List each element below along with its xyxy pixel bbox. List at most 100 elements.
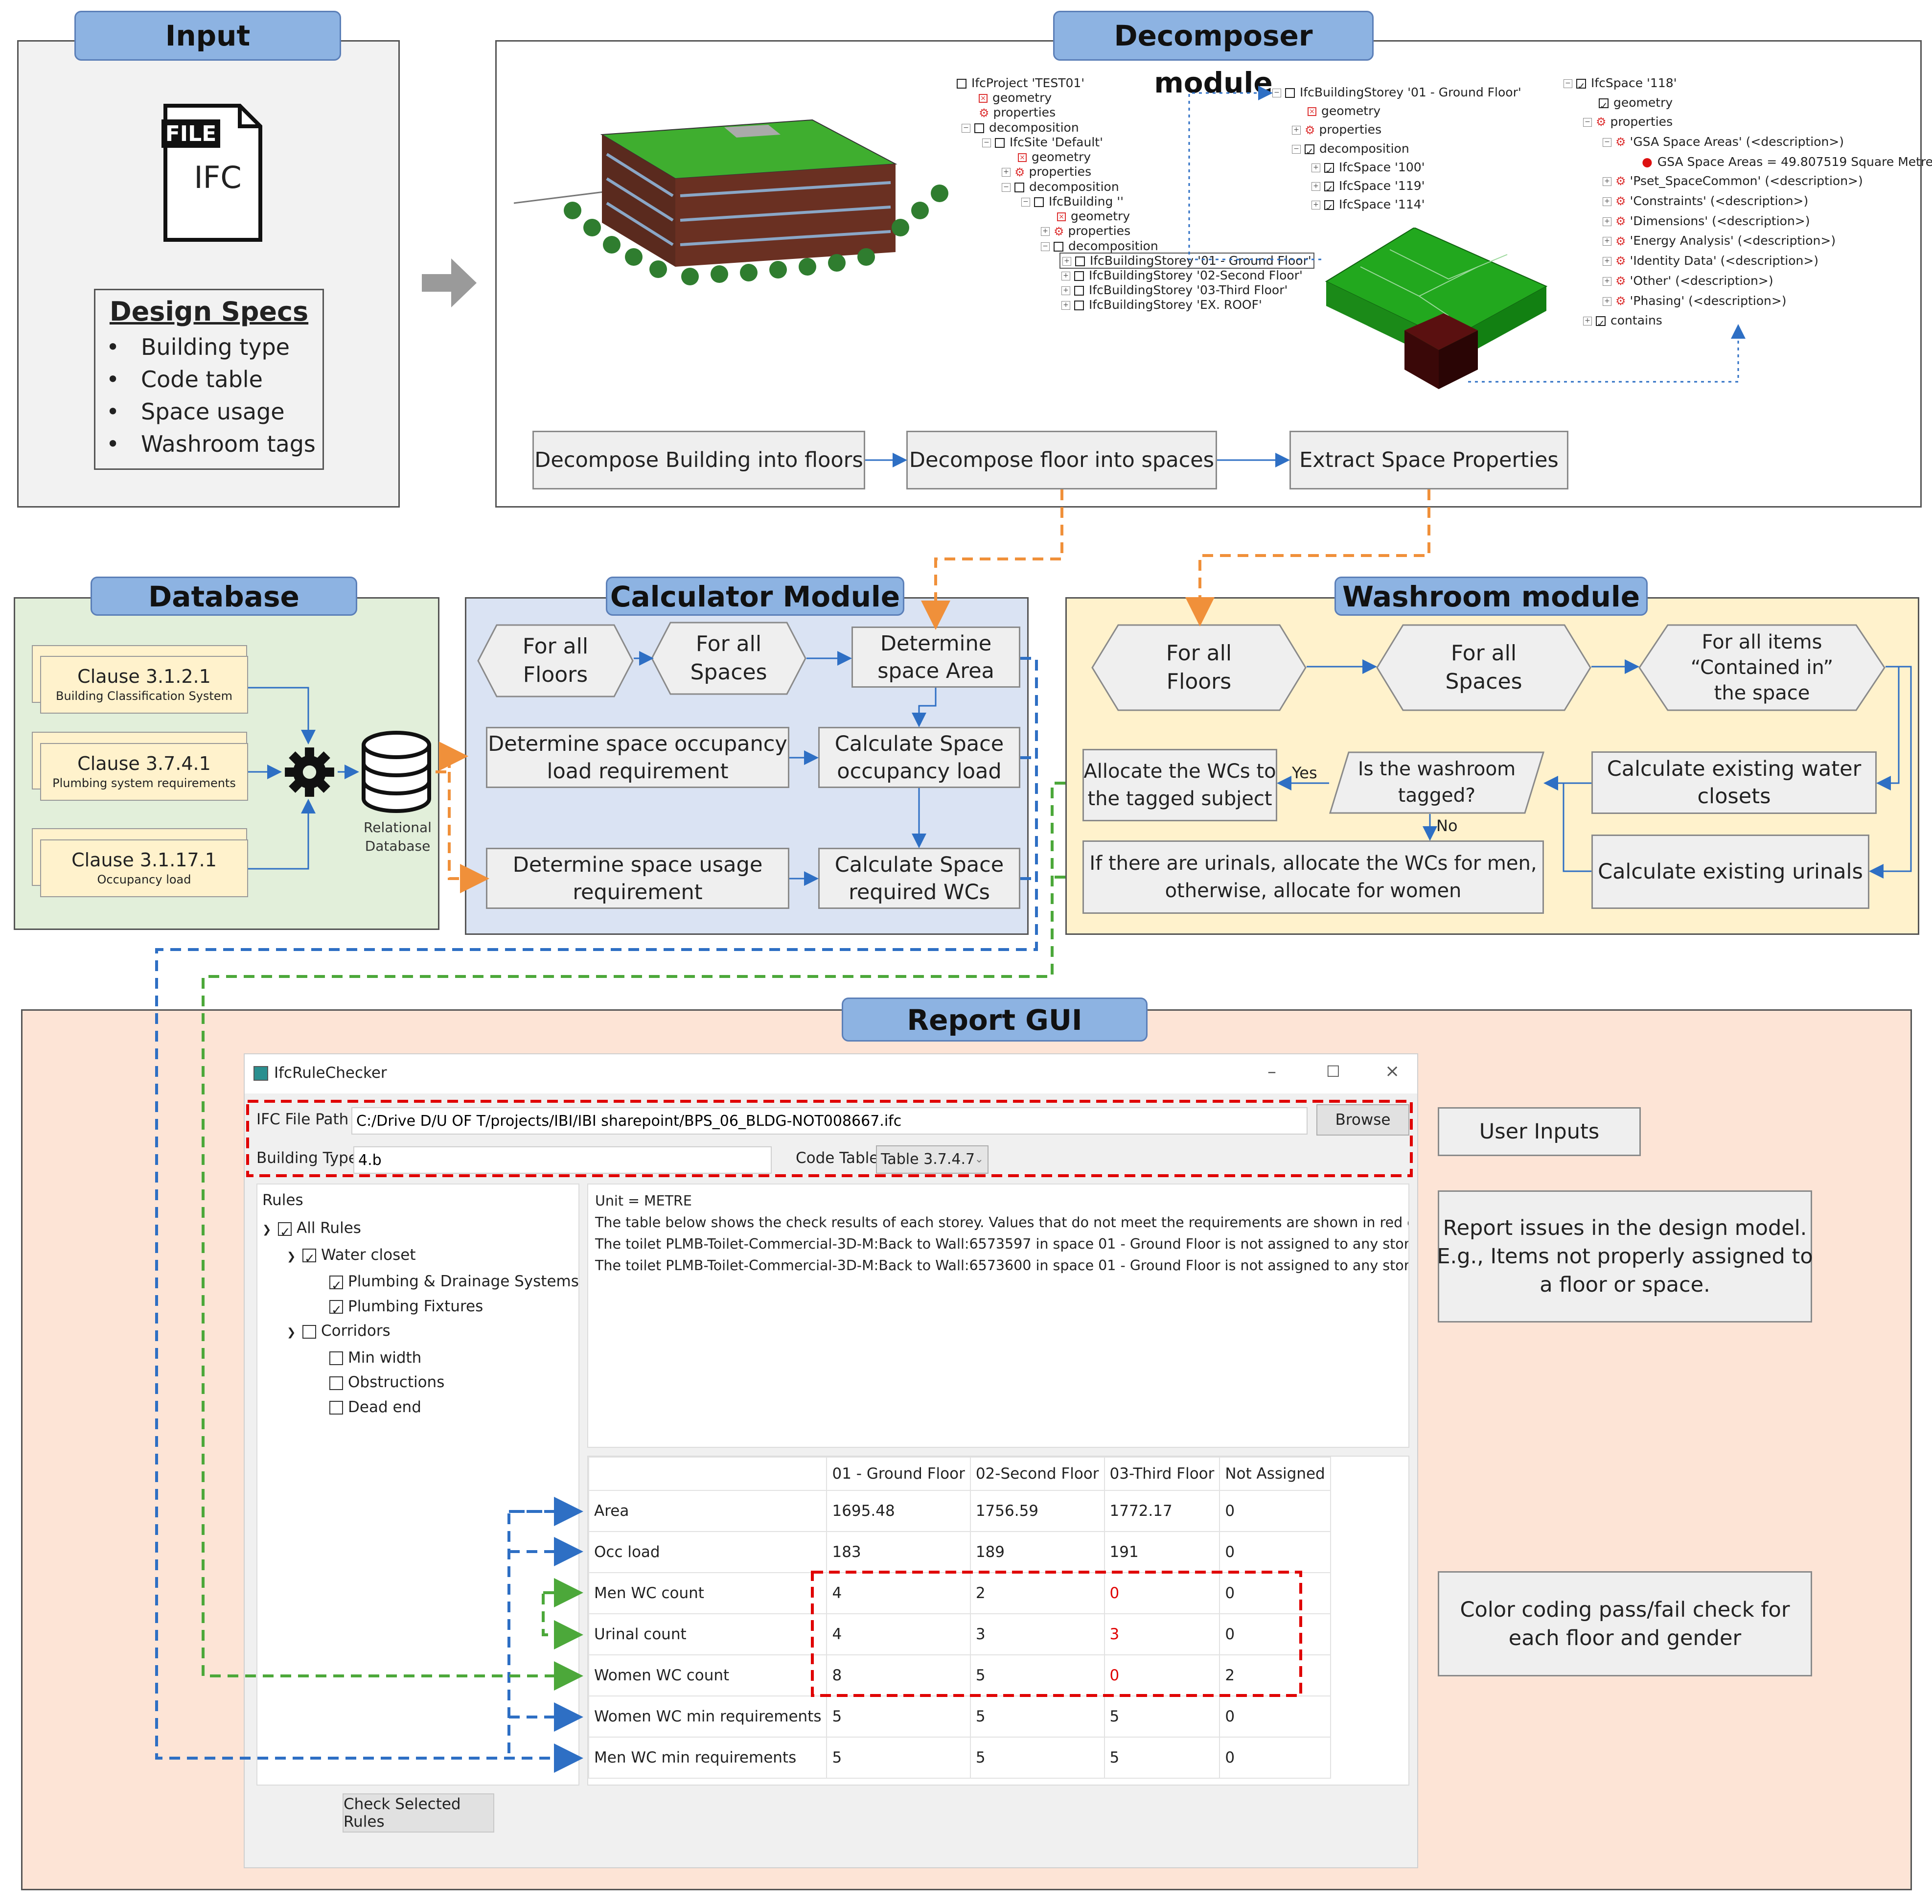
code-table-select[interactable]: Table 3.7.4.7⌄ (876, 1145, 989, 1174)
table-cell: 183 (826, 1531, 971, 1573)
table-cell: 5 (1104, 1737, 1220, 1779)
building-type-input[interactable] (353, 1146, 772, 1174)
database-title: Database (91, 577, 357, 616)
decomposer-title: Decomposer module (1053, 11, 1374, 99)
app-icon (253, 1066, 268, 1081)
rule-min-width[interactable]: Min width (262, 1346, 579, 1370)
log-line: Unit = METRE (595, 1193, 692, 1209)
decomposer-panel (495, 40, 1922, 508)
calculate-water-closets: Calculate existing water closets (1591, 751, 1877, 814)
determine-space-area: Determine space Area (851, 627, 1020, 688)
rule-checkbox[interactable] (302, 1324, 316, 1339)
building-storey-tree: −IfcBuildingStorey '01 - Ground Floor' ×… (1272, 83, 1521, 217)
table-cell: 0 (1219, 1613, 1331, 1655)
rule-obstructions[interactable]: Obstructions (262, 1370, 579, 1395)
log-line: The toilet PLMB-Toilet-Commercial-3D-M:B… (595, 1257, 1409, 1274)
title-bar: IfcRuleChecker – ☐ × (245, 1054, 1417, 1093)
maximize-icon[interactable]: ☐ (1326, 1062, 1340, 1081)
table-cell: 0 (1219, 1695, 1331, 1738)
row-label: Men WC min requirements (588, 1737, 828, 1779)
report-title: Report GUI (842, 998, 1148, 1042)
row-label: Women WC count (588, 1654, 828, 1696)
rule-checkbox[interactable] (329, 1351, 343, 1365)
rule-plumbing-drainage[interactable]: Plumbing & Drainage Systems (262, 1269, 579, 1298)
calc-for-all-floors: For all Floors (477, 624, 634, 697)
table-cell: 189 (969, 1531, 1105, 1573)
table-cell: 0 (1219, 1490, 1331, 1532)
rule-dead-end[interactable]: Dead end (262, 1395, 579, 1420)
results-table: 01 - Ground Floor 02-Second Floor 03-Thi… (588, 1457, 1331, 1779)
decompose-building-step: Decompose Building into floors (532, 431, 865, 489)
ifc-project-tree: IfcProject 'TEST01' ×geometry ⚙propertie… (957, 76, 1314, 312)
table-cell: 5 (969, 1737, 1105, 1779)
ifc-file-path-label: IFC File Path (256, 1111, 349, 1128)
table-cell: 5 (969, 1695, 1105, 1738)
table-cell: 5 (969, 1654, 1105, 1696)
hex-label: For all Spaces (690, 631, 767, 685)
yes-label: Yes (1292, 764, 1317, 782)
rule-corridors[interactable]: ❯Corridors (287, 1322, 391, 1340)
clause-3121: Clause 3.1.2.1 Building Classification S… (40, 656, 248, 714)
ifc-rule-checker-window: IfcRuleChecker – ☐ × IFC File Path Brows… (244, 1053, 1418, 1868)
row-label: Occ load (588, 1531, 828, 1573)
row-label: Area (588, 1490, 828, 1532)
allocate-to-tagged-subject: Allocate the WCs to the tagged subject (1082, 749, 1277, 821)
table-cell: 8 (826, 1654, 971, 1696)
washroom-title: Washroom module (1334, 577, 1648, 616)
calculate-occupancy-load: Calculate Space occupancy load (818, 727, 1020, 788)
table-cell: 2 (1219, 1654, 1331, 1696)
table-cell: 1772.17 (1104, 1490, 1220, 1532)
log-output[interactable]: Unit = METRE The table below shows the c… (587, 1184, 1409, 1448)
table-header-row: 01 - Ground Floor 02-Second Floor 03-Thi… (588, 1457, 1331, 1491)
rule-all-rules[interactable]: ❯All Rules (262, 1216, 579, 1245)
rule-checkbox[interactable] (302, 1247, 316, 1272)
log-line: The toilet PLMB-Toilet-Commercial-3D-M:B… (595, 1236, 1409, 1252)
ifc-space-tree: −IfcSpace '118' geometry −⚙properties −⚙… (1564, 73, 1932, 334)
chevron-down-icon: ⌄ (974, 1153, 984, 1165)
close-icon[interactable]: × (1385, 1061, 1400, 1081)
table-cell: 3 (1104, 1613, 1220, 1655)
rule-checkbox[interactable] (329, 1274, 343, 1298)
clause-desc: Plumbing system requirements (52, 776, 236, 790)
check-selected-rules-button[interactable]: Check Selected Rules (343, 1793, 494, 1833)
color-coding-note: Color coding pass/fail check for each fl… (1438, 1571, 1812, 1676)
table-cell: 1695.48 (826, 1490, 971, 1532)
table-cell: 5 (826, 1695, 971, 1738)
decompose-floor-step: Decompose floor into spaces (906, 431, 1217, 489)
database-icon (360, 730, 433, 816)
wash-for-all-items: For all items “Contained in” the space (1638, 624, 1886, 711)
rule-checkbox[interactable] (329, 1401, 343, 1415)
browse-button[interactable]: Browse (1316, 1104, 1409, 1136)
row-label: Urinal count (588, 1613, 828, 1655)
column-header (588, 1457, 828, 1491)
app-title: IfcRuleChecker (274, 1064, 387, 1082)
column-header: 01 - Ground Floor (826, 1457, 971, 1491)
clause-id: Clause 3.7.4.1 (77, 753, 211, 774)
calc-for-all-spaces: For all Spaces (651, 622, 806, 695)
log-line: The table below shows the check results … (595, 1214, 1409, 1231)
rule-checkbox[interactable] (278, 1220, 292, 1245)
calculate-urinals: Calculate existing urinals (1591, 835, 1869, 909)
wash-for-all-spaces: For all Spaces (1376, 624, 1591, 711)
calculate-required-wcs: Calculate Space required WCs (818, 848, 1020, 909)
rule-plumbing-fixtures[interactable]: Plumbing Fixtures (262, 1294, 579, 1323)
clause-3741: Clause 3.7.4.1 Plumbing system requireme… (40, 743, 248, 801)
floor-3d-model (1321, 227, 1551, 404)
design-specs-box: Design Specs • Building type • Code tabl… (94, 289, 324, 470)
minimize-icon[interactable]: – (1267, 1062, 1276, 1082)
input-to-decomposer-arrow (422, 258, 477, 307)
ifc-file-path-input[interactable] (351, 1107, 1308, 1135)
rule-checkbox[interactable] (329, 1376, 343, 1390)
row-label: Men WC count (588, 1572, 828, 1614)
clause-31171: Clause 3.1.17.1 Occupancy load (40, 839, 248, 897)
column-header: 02-Second Floor (969, 1457, 1105, 1491)
hex-label: For all Spaces (1445, 641, 1522, 694)
building-3d-model (513, 105, 969, 296)
rule-checkbox[interactable] (329, 1298, 343, 1323)
column-header: 03-Third Floor (1104, 1457, 1220, 1491)
table-cell: 0 (1104, 1572, 1220, 1614)
extract-properties-step: Extract Space Properties (1289, 431, 1568, 489)
rule-water-closet[interactable]: ❯Water closet (262, 1243, 579, 1272)
